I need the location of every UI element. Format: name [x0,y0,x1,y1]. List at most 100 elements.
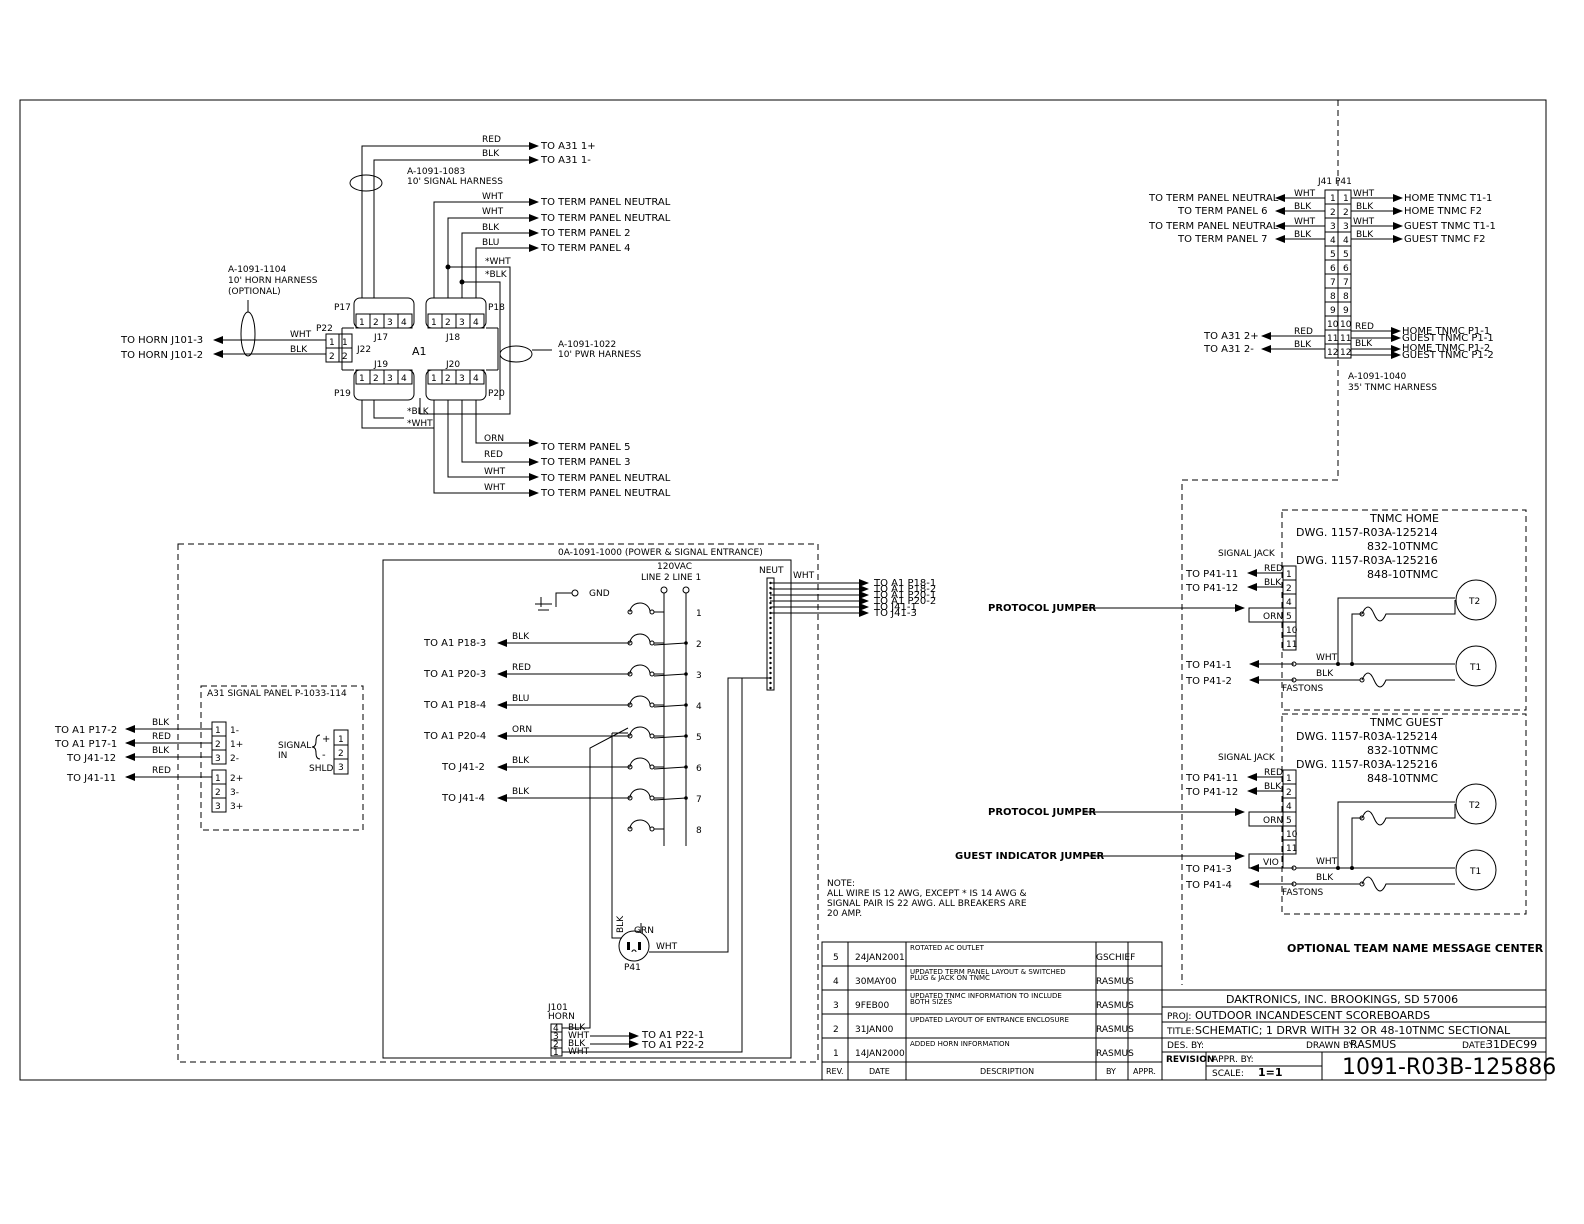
pin-number: 2 [215,740,221,750]
pin-number: 4 [1343,236,1349,246]
star-blk-wire [462,281,501,400]
wire-label: BLU [512,694,529,704]
harness-part: A-1091-1022 [558,340,616,350]
signal-label: 3- [230,788,239,798]
wire-dest: TO A1 P18-4 [423,700,486,711]
wire-dest: TO A1 P20-1 [873,590,936,601]
svg-text:2: 2 [445,374,451,384]
plug-label: P18 [488,303,505,313]
minus-sign: - [322,750,326,761]
drawing-title: SCHEMATIC; 1 DRVR WITH 32 OR 48-10TNMC S… [1195,1024,1511,1037]
svg-text:1: 1 [431,374,437,384]
wire-dest: TO J41-1 [873,602,917,613]
pin-number: 3 [338,763,344,773]
drawing-date: 31DEC99 [1486,1038,1537,1051]
pin-number: 2 [1286,584,1292,594]
wire-dest: TO P41-11 [1185,569,1238,580]
rev-desc: ADDED HORN INFORMATION [910,1040,1010,1048]
pin-number: 2 [1330,208,1336,218]
pin-number: 12 [1340,348,1351,358]
wire-dest: TO HORN J101-3 [120,335,203,346]
svg-text:3: 3 [387,374,393,384]
harness-bundle-symbol [499,345,533,363]
field-label: DRAWN BY: [1306,1041,1356,1051]
plus-sign: + [322,734,330,745]
voltage-label: 120VAC [657,562,692,572]
pin-number: 1 [1286,774,1292,784]
svg-text:4: 4 [473,374,479,384]
wire-label: RED [1294,327,1313,337]
pin-number: 4 [1330,236,1336,246]
wire-label: BLK [1294,230,1312,240]
wire-dest: TO A31 1+ [540,141,596,152]
fuse-symbol [1361,600,1456,622]
wire-dest: HOME TNMC T1-1 [1404,193,1492,204]
pin-number: 3 [1343,222,1349,232]
pin-number: 5 [1330,250,1336,260]
rev-number: 5 [833,953,839,963]
field-label: REVISION [1166,1055,1214,1065]
svg-text:1: 1 [329,338,335,348]
wire-label: BLK [1356,230,1374,240]
breaker-symbol [629,757,651,768]
plug-label: P19 [334,389,351,399]
pin-number: 3 [1330,222,1336,232]
shield-label: SHLD [309,764,333,774]
harness-desc: 10' SIGNAL HARNESS [407,177,503,187]
model-number: 848-10TNMC [1367,568,1438,581]
entrance-enclosure [177,543,819,1063]
wire-dest: HOME TNMC P1-2 [1402,343,1490,354]
model-number: 848-10TNMC [1367,772,1438,785]
rev-header: DATE [869,1067,890,1076]
wire-label: GRN [634,926,654,936]
pin-number: 5 [1286,612,1292,622]
tnmc-outline [1281,713,1527,915]
signal-jack-label: SIGNAL JACK [1218,753,1276,763]
protocol-jumper-box [1248,811,1284,827]
svg-text:20 AMP.: 20 AMP. [827,909,862,919]
breaker-symbol [629,633,651,644]
rev-desc: PLUG & JACK ON TNMC [910,974,990,982]
rev-number: 4 [833,977,839,987]
wire-label: WHT [793,571,815,581]
wire-label: BLK [1316,669,1334,679]
wire-label: BLK [152,718,170,728]
wire-label: BLK [1264,782,1282,792]
rev-header: APPR. [1133,1067,1156,1076]
wire-label: BLK [616,915,626,933]
wire-dest: TO P41-2 [1185,676,1232,687]
wire-dest: TO A1 P18-2 [873,584,936,595]
transformer-t2 [1455,783,1497,825]
wire-label: WHT [656,942,678,952]
jack-pin-cell [1282,839,1297,855]
wire-label: WHT [1316,857,1338,867]
wire-label: ORN [484,434,504,444]
pin-number: 3 [215,754,221,764]
pin-number: 10 [1286,830,1298,840]
wire-dest: TO A1 P20-2 [873,596,936,607]
svg-text:3: 3 [387,318,393,328]
tnmc-title: TNMC HOME [1369,512,1439,525]
wire-label: BLK [1294,202,1312,212]
pin-number: 5 [1343,250,1349,260]
pin-number: 11 [1340,334,1351,344]
harness-part: A-1091-1104 [228,265,287,275]
breaker-symbol [629,819,651,830]
pin-number: 10 [1327,320,1339,330]
breaker-number: 5 [696,733,702,743]
breaker-number: 7 [696,795,702,805]
dwg-number: DWG. 1157-R03A-125216 [1296,554,1438,567]
field-label: DES. BY: [1167,1041,1204,1051]
wire-label: WHT [1294,217,1316,227]
wire-label: WHT [1294,189,1316,199]
fastons-label: FASTONS [1282,888,1324,898]
protocol-jumper-box [1248,607,1284,623]
transformer-label: T2 [1468,597,1480,607]
power-wire [475,244,539,298]
pin-number: 1 [1286,570,1292,580]
svg-text:4: 4 [401,374,407,384]
wire-label: WHT [482,207,504,217]
pin-number: 11 [1286,844,1297,854]
pin-number: 10 [1286,626,1298,636]
rev-number: 1 [833,1049,839,1059]
